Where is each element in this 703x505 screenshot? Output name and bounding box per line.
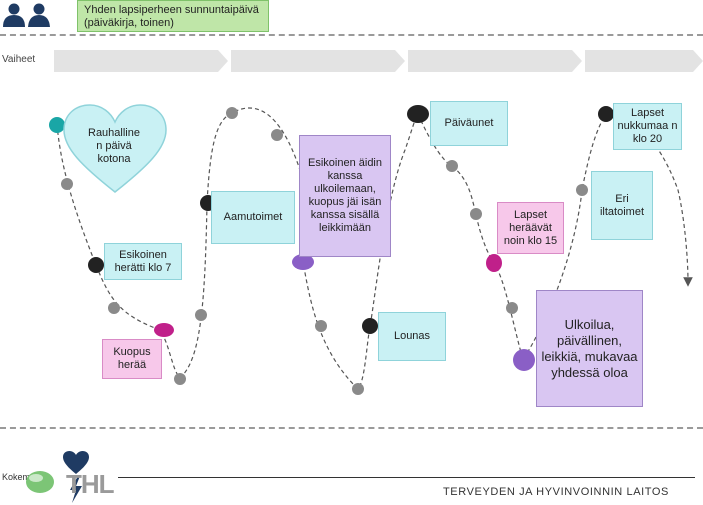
dot-gray [446, 160, 458, 172]
dot-gray [108, 302, 120, 314]
box-nukkumaan: Lapset nukkumaa n klo 20 [613, 103, 682, 150]
top-divider [0, 34, 703, 36]
dot-gray [506, 302, 518, 314]
box-kuopus: Kuopus herää [102, 339, 162, 379]
phase-chevron-2 [231, 50, 405, 72]
dot-gray [470, 208, 482, 220]
dot-gray [576, 184, 588, 196]
phase-chevron-3 [408, 50, 582, 72]
footer-rule [118, 477, 695, 478]
dot-gray [174, 373, 186, 385]
heart-shape [63, 104, 167, 193]
two-persons-icon [3, 3, 50, 27]
dot-gray [352, 383, 364, 395]
box-ulkoilemaan: Esikoinen äidin kanssa ulkoilemaan, kuop… [299, 135, 391, 257]
dot-magenta [154, 323, 174, 337]
box-heraavat: Lapset heräävät noin klo 15 [497, 202, 564, 254]
box-lounas: Lounas [378, 312, 446, 361]
phases-label: Vaiheet [2, 54, 36, 65]
box-ulkoilua: Ulkoilua, päivällinen, leikkiä, mukavaa … [536, 290, 643, 407]
dot-purple [292, 254, 314, 270]
box-iltatoimet: Eri iltatoimet [591, 171, 653, 240]
box-rauhallinen: Rauhalline n päivä kotona [88, 126, 140, 165]
phase-chevron-4 [585, 50, 703, 72]
dot-black [598, 106, 614, 122]
box-heratti: Esikoinen herätti klo 7 [104, 243, 182, 280]
dot-start-teal [49, 117, 65, 133]
dot-black [362, 318, 378, 334]
dot-gray [61, 178, 73, 190]
thl-heart-icon [63, 451, 89, 503]
kokemus-label: Kokemus [2, 472, 40, 482]
dot-gray [271, 129, 283, 141]
dot-purple [513, 349, 535, 371]
dot-black [88, 257, 104, 273]
box-paivaunet: Päiväunet [430, 101, 508, 146]
dot-gray [315, 320, 327, 332]
thl-logo-text: THL [66, 469, 115, 499]
dot-gray [226, 107, 238, 119]
phase-chevron-1 [54, 50, 228, 72]
diagram-title: Yhden lapsiperheen sunnuntaipäivä (päivä… [77, 0, 269, 32]
institute-name: TERVEYDEN JA HYVINVOINNIN LAITOS [442, 486, 669, 498]
dot-magenta [486, 254, 502, 272]
green-orb-icon [26, 471, 54, 493]
dot-gray [195, 309, 207, 321]
bottom-divider [0, 427, 703, 429]
box-aamutoimet: Aamutoimet [211, 191, 295, 244]
dot-black [407, 105, 429, 123]
